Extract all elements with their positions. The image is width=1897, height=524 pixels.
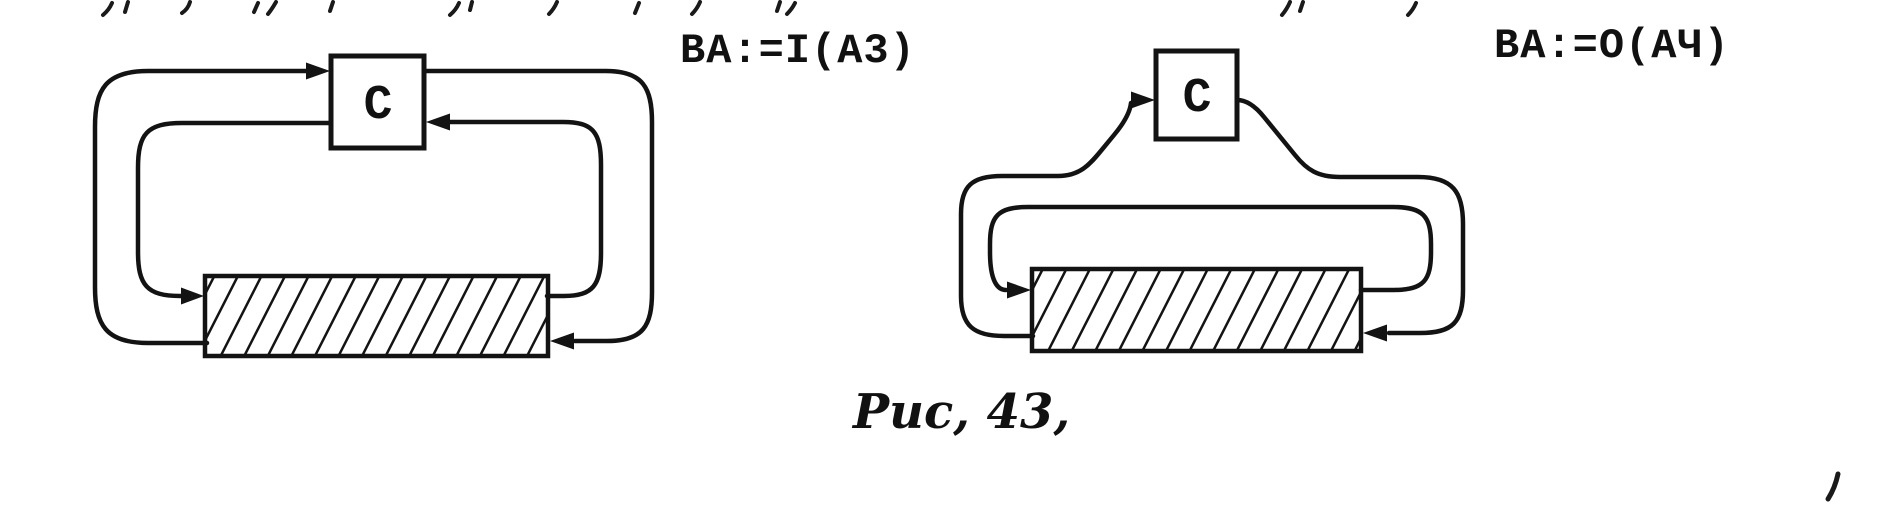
right-diagram-label: BA:=O(AЧ) — [1494, 22, 1730, 70]
arrowhead-into-memory-left — [181, 287, 204, 305]
right-diagram: C BA:=O(AЧ) — [958, 22, 1730, 354]
arrowhead-into-c-left — [306, 62, 330, 80]
right-outer-left-wire — [958, 100, 1134, 339]
left-diagram-label: BA:=I(A3) — [680, 27, 916, 75]
arrowhead-into-c-right — [426, 113, 450, 131]
c-box — [328, 53, 427, 151]
c-box-label: C — [364, 79, 393, 133]
left-outer-right-wire — [421, 68, 655, 344]
c-box-label: C — [1183, 72, 1212, 126]
c-box — [1153, 48, 1240, 142]
memory-rect — [202, 273, 551, 359]
left-outer-loop-wire — [92, 68, 311, 346]
cutoff-text-fragments-top — [101, 0, 1418, 17]
arrowhead-into-memory-right — [550, 332, 574, 350]
figure-caption: Puc, 43, — [851, 384, 1070, 440]
left-inner-left-wire — [135, 120, 335, 299]
right-inner-loop-wire — [987, 204, 1434, 293]
arrowhead-into-memory-left — [1007, 281, 1031, 299]
left-inner-right-wire — [446, 119, 604, 299]
arrowhead-into-memory-right — [1363, 324, 1387, 342]
arrowhead-into-c-left — [1131, 91, 1155, 109]
memory-rect — [1029, 266, 1364, 354]
left-diagram: C BA:=I(A3) — [92, 27, 916, 359]
cutoff-mark-bottom-right — [1825, 471, 1841, 502]
right-outer-right-wire — [1234, 97, 1466, 336]
